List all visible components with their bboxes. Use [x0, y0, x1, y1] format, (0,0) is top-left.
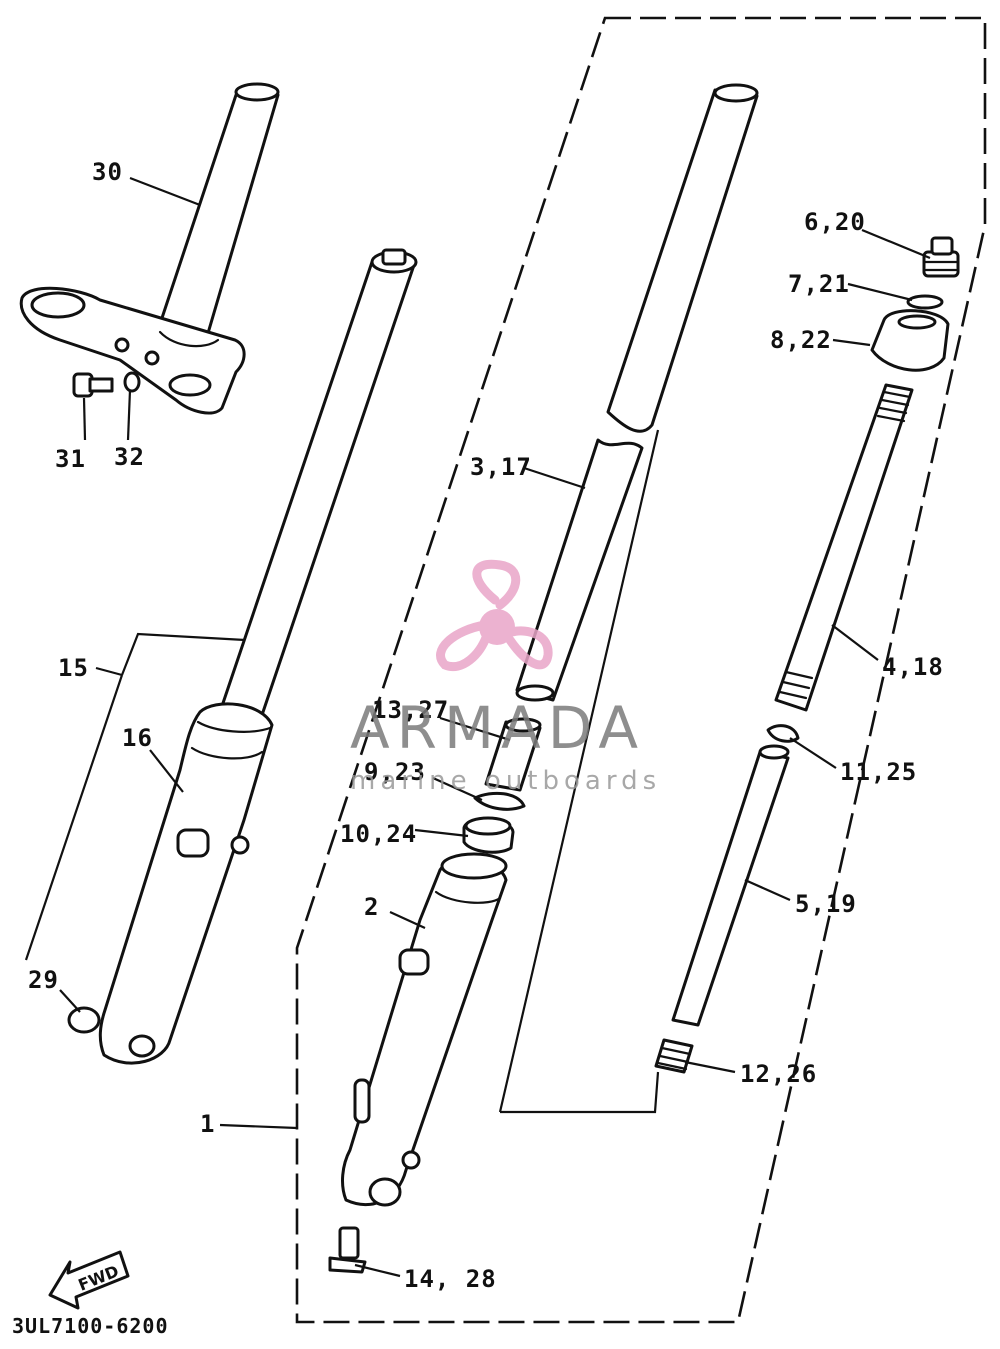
part-labels: 30 31 32 15 16 29 1 2 3,17 13,27 9,23 10… — [28, 158, 944, 1293]
cap-bolt — [922, 236, 960, 278]
label-11-25: 11,25 — [840, 758, 917, 786]
damper-rod — [671, 744, 790, 1027]
label-14-28: 14, 28 — [404, 1265, 497, 1293]
diagram-code: 3UL7100-6200 — [12, 1314, 169, 1338]
watermark-tagline: marine outboards — [350, 766, 661, 796]
propeller-logo-icon — [436, 559, 553, 671]
watermark: ARMADA marine outboards — [350, 559, 661, 796]
leader-lines — [24, 176, 931, 1278]
assembly-outline — [295, 16, 987, 1324]
steering-stem-bracket — [19, 82, 280, 415]
fork-cap — [870, 309, 950, 372]
label-12-26: 12,26 — [740, 1060, 817, 1088]
label-16: 16 — [122, 724, 153, 752]
label-2: 2 — [364, 893, 379, 921]
spring-washer — [123, 371, 141, 393]
label-7-21: 7,21 — [788, 270, 850, 298]
retaining-clip — [473, 791, 526, 811]
watermark-brand: ARMADA — [350, 694, 645, 762]
bracket-bolt — [72, 372, 114, 398]
drain-washer — [67, 1006, 101, 1034]
front-fork-assembly — [98, 248, 418, 1065]
label-29: 29 — [28, 966, 59, 994]
bottom-bolt — [328, 1226, 367, 1274]
oil-seal — [462, 816, 515, 854]
fork-spring — [774, 383, 914, 712]
inner-tube — [515, 83, 759, 702]
label-1: 1 — [200, 1110, 215, 1138]
label-5-19: 5,19 — [795, 890, 857, 918]
label-32: 32 — [114, 443, 145, 471]
label-4-18: 4,18 — [882, 653, 944, 681]
o-ring — [906, 294, 944, 310]
label-3-17: 3,17 — [470, 453, 532, 481]
label-10-24: 10,24 — [340, 820, 417, 848]
oil-lock-piece — [484, 717, 542, 792]
outer-tube — [341, 852, 508, 1207]
label-9-23: 9,23 — [364, 758, 426, 786]
label-15: 15 — [58, 654, 89, 682]
label-6-20: 6,20 — [804, 208, 866, 236]
label-8-22: 8,22 — [770, 326, 832, 354]
piston-ring — [766, 724, 800, 743]
label-30: 30 — [92, 158, 123, 186]
rebound-spring — [654, 1038, 694, 1074]
label-31: 31 — [55, 445, 86, 473]
fwd-arrow: FWD — [48, 1250, 130, 1310]
label-13-27: 13,27 — [372, 696, 449, 724]
